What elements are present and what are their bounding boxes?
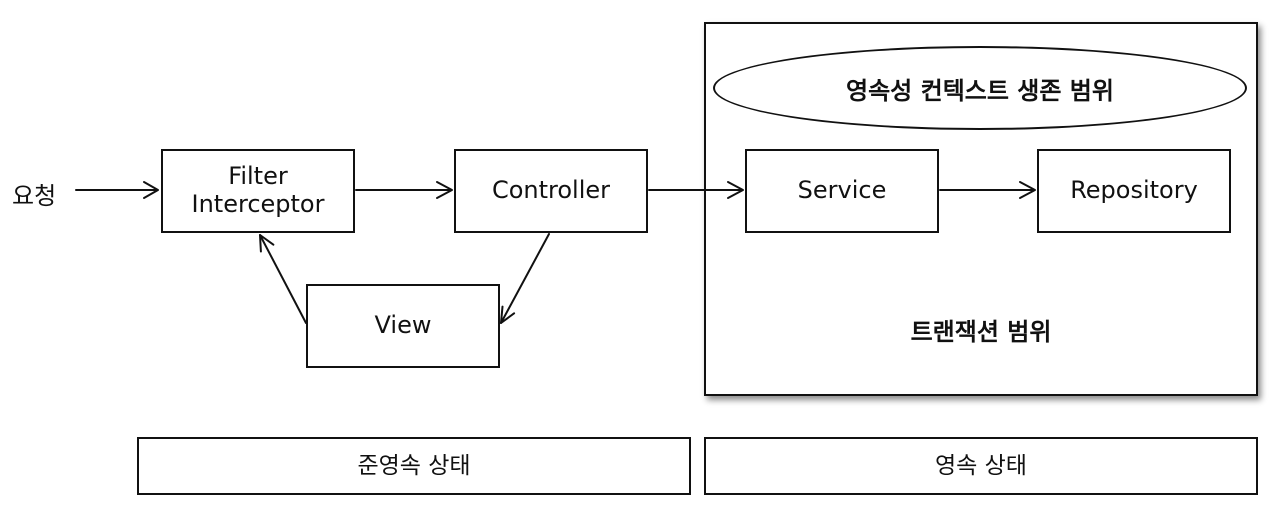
arrow-view-to-filter: [259, 234, 307, 324]
controller-label: Controller: [491, 176, 611, 205]
arrow-controller-to-view: [500, 233, 550, 324]
persistence-context-scope: 영속성 컨텍스트 생존 범위: [713, 46, 1247, 130]
repository-box: Repository: [1037, 149, 1231, 233]
arrow-service-to-repository: [939, 181, 1036, 199]
semi-persistent-state-label: 준영속 상태: [357, 452, 471, 479]
view-box: View: [306, 284, 500, 368]
arrow-request-to-filter: [75, 181, 159, 199]
interceptor-label: Interceptor: [191, 190, 325, 218]
filter-label: Filter: [228, 162, 288, 191]
persistence-context-label: 영속성 컨텍스트 생존 범위: [846, 76, 1114, 105]
view-label: View: [374, 311, 432, 340]
controller-box: Controller: [454, 149, 648, 233]
arrow-controller-to-service: [648, 181, 744, 199]
transaction-scope-label: 트랜잭션 범위: [910, 318, 1052, 346]
repository-label: Repository: [1070, 176, 1198, 205]
persistent-state-label: 영속 상태: [935, 452, 1027, 479]
request-label: 요청: [12, 182, 57, 210]
semi-persistent-state-bar: 준영속 상태: [137, 437, 691, 495]
service-label: Service: [797, 176, 887, 205]
service-box: Service: [745, 149, 939, 233]
filter-interceptor-box: Filter Interceptor: [161, 149, 355, 233]
arrow-filter-to-controller: [355, 181, 453, 199]
persistent-state-bar: 영속 상태: [704, 437, 1258, 495]
